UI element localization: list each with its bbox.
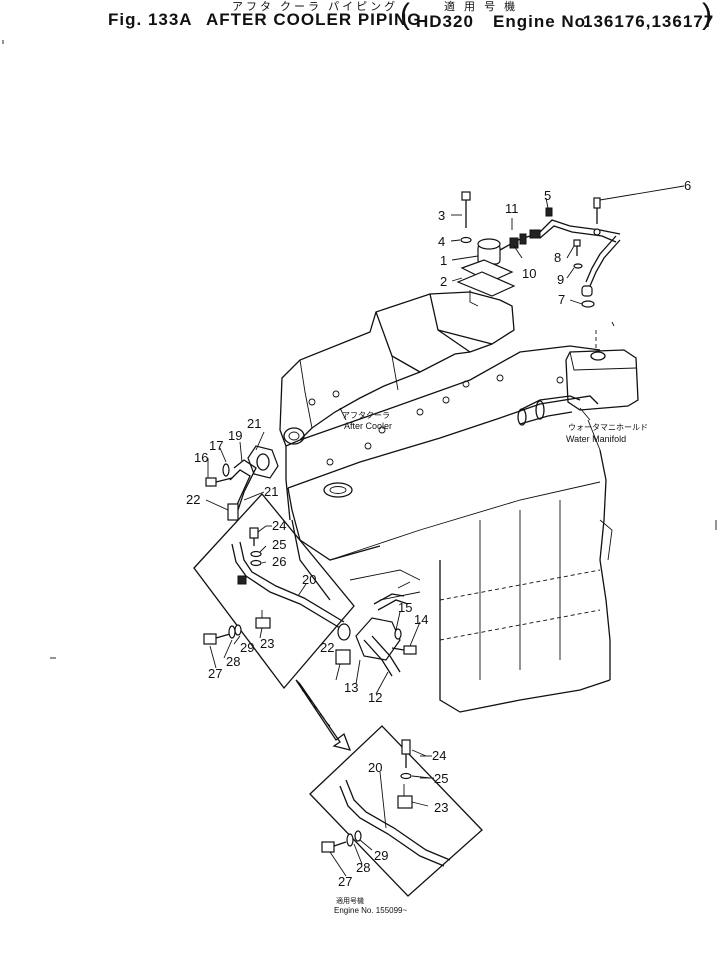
callout-25b: 25 xyxy=(434,771,448,786)
callout-22b: 22 xyxy=(320,640,334,655)
callout-20b: 20 xyxy=(368,760,382,775)
figure-number: Fig. 133A xyxy=(108,10,193,29)
detail-arrow xyxy=(295,679,352,751)
callout-8: 8 xyxy=(554,250,561,265)
upper-piping xyxy=(456,191,621,308)
callout-23b: 23 xyxy=(434,800,448,815)
callout-24b: 24 xyxy=(432,748,446,763)
figure-title: AFTER COOLER PIPING xyxy=(206,10,422,29)
engine-block xyxy=(279,291,639,713)
callout-16: 19 xyxy=(228,428,242,443)
after-cooler-kana: アフタクーラ xyxy=(342,411,390,420)
engine-note-bottom: Engine No. 155099~ xyxy=(334,906,408,915)
callout-dashes xyxy=(266,525,434,779)
callout-21: 21 xyxy=(264,484,278,499)
callout-12: 12 xyxy=(368,690,382,705)
callout-20a: 20 xyxy=(302,572,316,587)
callout-9: 9 xyxy=(557,272,564,287)
callout-18: 16 xyxy=(194,450,208,465)
inset-2 xyxy=(309,725,483,897)
callout-29a: 29 xyxy=(240,640,254,655)
water-manifold-label: Water Manifold xyxy=(566,434,626,444)
close-paren: ) xyxy=(702,0,712,31)
callout-2: 2 xyxy=(440,274,447,289)
callout-22: 22 xyxy=(186,492,200,507)
callout-5: 5 xyxy=(544,188,551,203)
callout-23a: 23 xyxy=(260,636,274,651)
callout-3: 3 xyxy=(438,208,445,223)
engine-label: Engine No. xyxy=(493,12,592,31)
pump-assembly xyxy=(335,581,417,677)
callout-11: 11 xyxy=(505,201,519,216)
callout-15: 15 xyxy=(398,600,412,615)
figure-title-kana: アフタ クーラ パイピング xyxy=(232,1,399,13)
engine-numbers: 136176,136177 xyxy=(583,12,715,31)
callout-26a: 26 xyxy=(272,554,286,569)
callout-4: 4 xyxy=(438,234,445,249)
left-assembly xyxy=(205,427,305,521)
callout-10: 10 xyxy=(522,266,536,281)
callout-1: 1 xyxy=(440,253,447,268)
callout-28b: 28 xyxy=(356,860,370,875)
diagram-labels: アフタクーラ After Cooler ウォータマニホールド Water Man… xyxy=(334,411,648,915)
applicable-kana-bottom: 適用号機 xyxy=(336,896,364,905)
callout-6: 6 xyxy=(684,178,691,193)
after-cooler-label: After Cooler xyxy=(344,421,392,431)
callout-19: 17 xyxy=(209,438,223,453)
open-paren: ( xyxy=(400,0,410,31)
model-name: HD320 xyxy=(416,12,474,31)
callout-numbers: 3 4 1 2 11 10 5 6 8 9 7 21 19 17 16 21 2… xyxy=(186,178,691,889)
callout-7: 7 xyxy=(558,292,565,307)
water-manifold-kana: ウォータマニホールド xyxy=(568,423,648,432)
callout-14: 14 xyxy=(414,612,428,627)
leader-lines xyxy=(205,185,685,877)
callout-25a: 25 xyxy=(272,537,286,552)
callout-27a: 27 xyxy=(208,666,222,681)
callout-28a: 28 xyxy=(226,654,240,669)
callout-13: 13 xyxy=(344,680,358,695)
applicable-kana: 適 用 号 機 xyxy=(444,1,519,13)
inset-1 xyxy=(193,493,355,690)
callout-29b: 29 xyxy=(374,848,388,863)
callout-27b: 27 xyxy=(338,874,352,889)
callout-17: 21 xyxy=(247,416,261,431)
callout-24a: 24 xyxy=(272,518,286,533)
